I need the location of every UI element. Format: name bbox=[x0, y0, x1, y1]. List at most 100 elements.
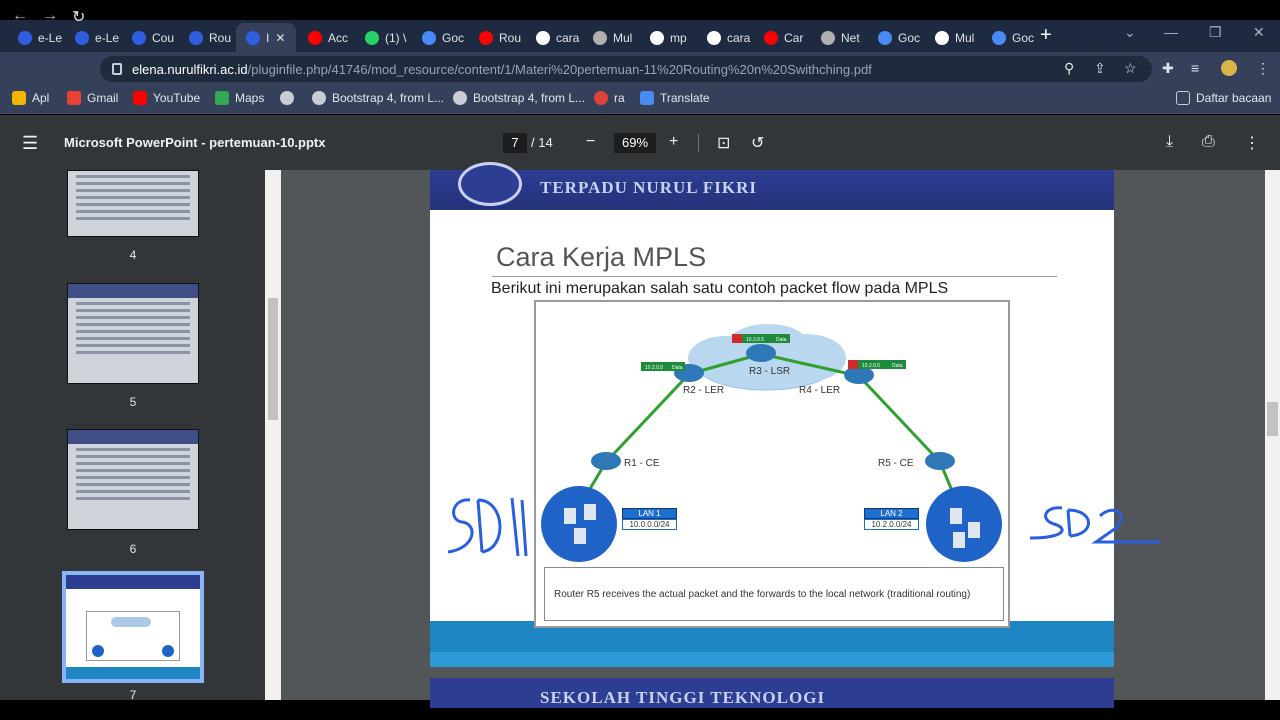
forward-icon[interactable]: → bbox=[42, 7, 58, 24]
more-options-icon[interactable]: ⋮ bbox=[1244, 135, 1260, 152]
download-icon[interactable]: ⤓ bbox=[1166, 133, 1174, 150]
browser-tab[interactable]: Rou bbox=[469, 23, 525, 52]
lan1-network: 10.0.0.0/24 bbox=[622, 519, 677, 530]
youtube-icon bbox=[479, 30, 493, 45]
sidebar-scrollbar[interactable] bbox=[265, 170, 281, 700]
link-r3-r4 bbox=[760, 352, 860, 378]
wikipedia-icon bbox=[935, 30, 949, 45]
tab-label: Rou bbox=[499, 30, 522, 45]
tab-search-icon[interactable]: ⌄ bbox=[1124, 24, 1136, 40]
thumbnail-number: 6 bbox=[129, 542, 137, 556]
sidebar-scrollbar-thumb[interactable] bbox=[268, 298, 278, 420]
browser-tab[interactable]: Net bbox=[811, 23, 867, 52]
link-r1-r2 bbox=[604, 372, 691, 464]
globe-icon bbox=[312, 91, 326, 105]
next-slide-header-text: SEKOLAH TINGGI TEKNOLOGI bbox=[540, 688, 826, 707]
browser-tab[interactable]: Goc bbox=[868, 23, 924, 52]
gmail-icon bbox=[67, 91, 81, 105]
thumbnail-page-6[interactable] bbox=[67, 429, 199, 530]
tab-label: Net bbox=[841, 30, 860, 45]
tab-label: (1) \ bbox=[385, 30, 407, 45]
bookmark-item[interactable]: Maps bbox=[215, 91, 264, 105]
close-window-button[interactable]: ✕ bbox=[1253, 24, 1265, 40]
hamburger-menu-icon[interactable]: ☰ bbox=[22, 133, 39, 153]
bookmark-item[interactable]: Bootstrap 4, from L... bbox=[312, 91, 444, 105]
bookmark-item[interactable]: Apl bbox=[12, 91, 49, 105]
bookmark-star-icon[interactable]: ☆ bbox=[1124, 60, 1137, 76]
youtube-icon bbox=[308, 30, 322, 45]
whatsapp-icon bbox=[365, 30, 379, 45]
browser-tab[interactable]: cara bbox=[526, 23, 582, 52]
google-translate-icon bbox=[422, 30, 436, 45]
thumbnail-page-5[interactable] bbox=[67, 283, 199, 384]
browser-tab[interactable]: Rou bbox=[179, 23, 235, 52]
thumbnail-page-4[interactable] bbox=[67, 170, 199, 237]
new-tab-button[interactable]: + bbox=[1040, 24, 1052, 46]
server-icon bbox=[574, 528, 586, 544]
browser-tab[interactable]: Mul bbox=[925, 23, 981, 52]
edge-icon bbox=[75, 30, 89, 45]
title-underline bbox=[492, 276, 1057, 277]
fit-page-icon[interactable]: ⊡ bbox=[717, 135, 731, 152]
zoom-in-icon[interactable]: + bbox=[669, 133, 679, 150]
rotate-icon[interactable]: ↺ bbox=[751, 135, 765, 152]
close-tab-icon[interactable]: ✕ bbox=[275, 30, 286, 45]
tab-label: cara bbox=[556, 30, 580, 45]
extensions-icon[interactable]: ✚ bbox=[1162, 60, 1174, 76]
browser-tab[interactable]: I✕ bbox=[236, 23, 296, 52]
browser-tab[interactable]: Car bbox=[754, 23, 810, 52]
share-icon[interactable]: ⇪ bbox=[1094, 60, 1106, 76]
browser-tab[interactable]: Mul bbox=[583, 23, 639, 52]
packet-label-text: 10.2.0.5 bbox=[746, 337, 764, 343]
page-number-input[interactable]: 7 bbox=[503, 133, 527, 153]
bookmark-item[interactable]: Translate bbox=[640, 91, 710, 105]
browser-tab[interactable]: Cou bbox=[122, 23, 178, 52]
browser-tab[interactable]: cara bbox=[697, 23, 753, 52]
browser-tab[interactable]: e-Le bbox=[65, 23, 121, 52]
profile-avatar[interactable] bbox=[1221, 60, 1237, 76]
browser-tab[interactable]: Acc bbox=[298, 23, 354, 52]
tab-label: e-Le bbox=[95, 30, 120, 45]
bookmark-item[interactable] bbox=[280, 91, 300, 105]
slide-header: TERPADU NURUL FIKRI bbox=[430, 162, 1114, 210]
bookmark-item[interactable]: ra bbox=[594, 91, 625, 105]
browser-tab[interactable]: Goc bbox=[412, 23, 468, 52]
document-title: Microsoft PowerPoint - pertemuan-10.pptx bbox=[64, 135, 326, 150]
google-icon bbox=[536, 30, 550, 45]
reload-icon[interactable]: ↻ bbox=[72, 9, 86, 26]
router-r2-label: R2 - LER bbox=[683, 385, 725, 396]
lan2-network: 10.2.0.0/24 bbox=[864, 519, 919, 530]
bookmark-item[interactable]: YouTube bbox=[133, 91, 200, 105]
minimize-button[interactable]: — bbox=[1164, 24, 1178, 40]
print-icon[interactable]: ⎙ bbox=[1202, 133, 1215, 150]
topology-svg: 10.2.0.5 Data 10.2.0.5 Data 10.2.0.5 Dat… bbox=[541, 324, 1002, 562]
google-translate-icon bbox=[992, 30, 1006, 45]
slide-footer-band-light bbox=[430, 652, 1114, 667]
diagram-caption: Router R5 receives the actual packet and… bbox=[544, 567, 1004, 621]
bookmark-item[interactable]: Bootstrap 4, from L... bbox=[453, 91, 585, 105]
zoom-out-icon[interactable]: − bbox=[586, 133, 596, 150]
restore-button[interactable]: ❐ bbox=[1209, 24, 1222, 40]
router-r5-label: R5 - CE bbox=[878, 458, 914, 469]
zoom-icon[interactable]: ⚲ bbox=[1064, 60, 1075, 76]
browser-tab[interactable]: Goc bbox=[982, 23, 1038, 52]
lan1-name: LAN 1 bbox=[622, 508, 677, 519]
slide-title: Cara Kerja MPLS bbox=[496, 242, 707, 272]
media-control-icon[interactable]: ≡ bbox=[1191, 60, 1200, 76]
address-bar[interactable]: elena.nurulfikri.ac.id/pluginfile.php/41… bbox=[100, 56, 1152, 82]
reading-list-button[interactable]: Daftar bacaan bbox=[1176, 91, 1271, 105]
lan2-name: LAN 2 bbox=[864, 508, 919, 519]
browser-tab[interactable]: mp bbox=[640, 23, 696, 52]
zoom-input[interactable]: 69% bbox=[614, 133, 656, 153]
reading-list-label: Daftar bacaan bbox=[1196, 91, 1272, 105]
bookmark-item[interactable]: Gmail bbox=[67, 91, 118, 105]
thumbnail-page-7-selected[interactable] bbox=[62, 571, 204, 683]
packet-label-text: Data bbox=[892, 363, 903, 369]
viewer-scrollbar-thumb[interactable] bbox=[1267, 402, 1278, 436]
menu-icon[interactable]: ⋮ bbox=[1256, 60, 1270, 76]
browser-tab[interactable]: e-Le bbox=[8, 23, 64, 52]
back-icon[interactable]: ← bbox=[12, 7, 28, 24]
router-r4-icon bbox=[844, 366, 874, 384]
browser-tab[interactable]: (1) \ bbox=[355, 23, 411, 52]
institution-logo bbox=[458, 162, 522, 206]
